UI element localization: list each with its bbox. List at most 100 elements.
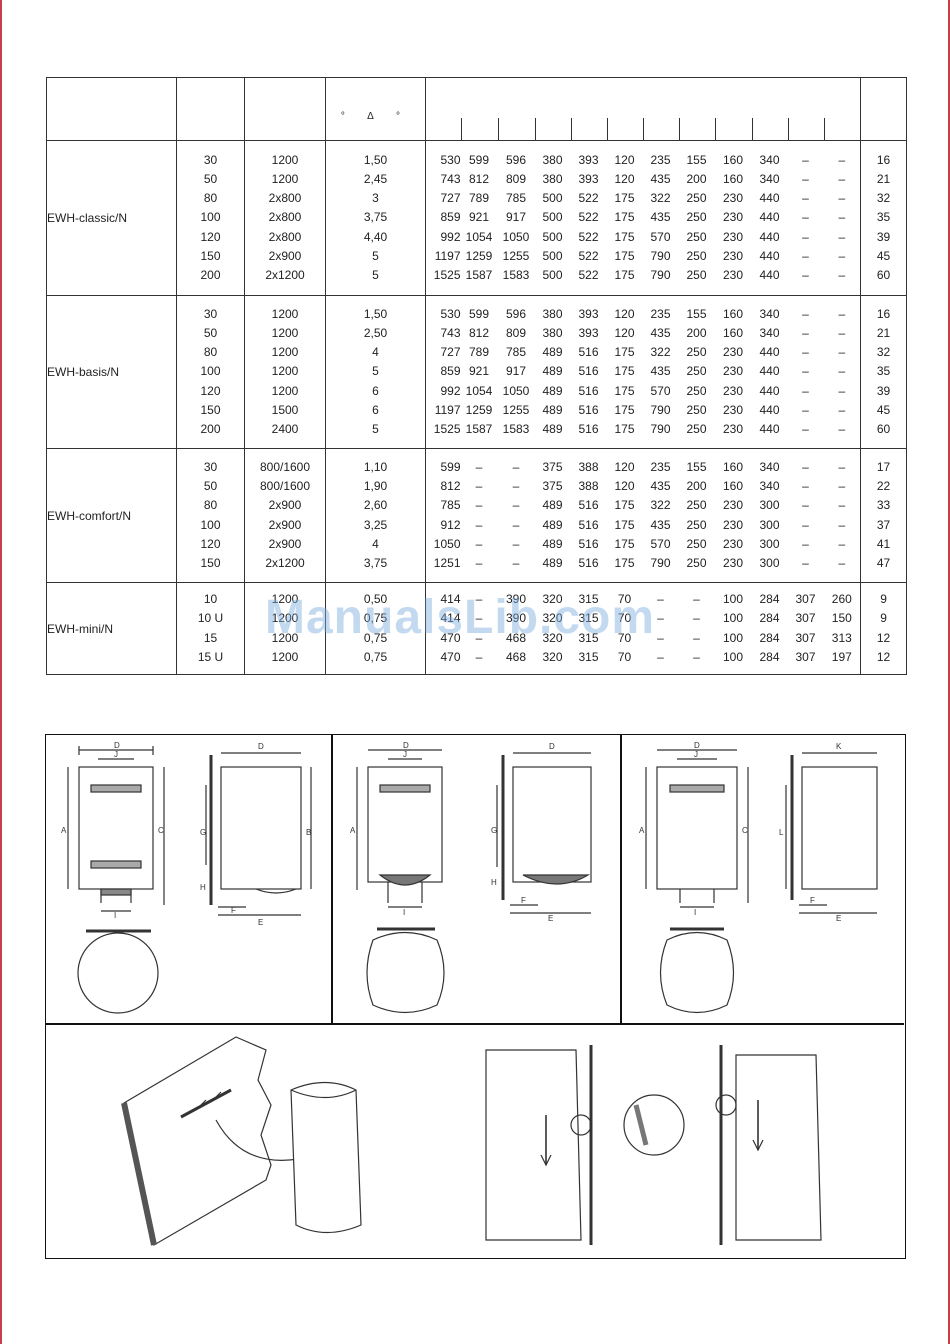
table-cell: 100 xyxy=(722,592,744,607)
subcolumn-tick xyxy=(643,118,644,140)
tank-top-view xyxy=(659,931,735,1014)
subcolumn-tick xyxy=(824,118,825,140)
table-cell: 468 xyxy=(505,649,527,664)
table-cell: 200 xyxy=(200,268,221,282)
table-cell: 320 xyxy=(542,592,563,607)
table-cell: 60 xyxy=(876,268,891,282)
table-cell: 322 xyxy=(650,191,671,206)
table-cell: 0,75 xyxy=(363,649,388,664)
table-cell: 790 xyxy=(650,422,671,436)
table-cell: 235 xyxy=(650,306,671,321)
label-h: H xyxy=(200,883,206,892)
table-cell: 516 xyxy=(578,536,599,551)
table-cell: 992 xyxy=(440,383,461,398)
figure-box: D J A C I D G B H F E xyxy=(45,734,906,1259)
table-cell: 393 xyxy=(578,306,599,321)
table-cell: 50 xyxy=(203,479,218,494)
table-cell: 160 xyxy=(722,306,744,321)
table-cell: 45 xyxy=(876,248,891,263)
table-cell: 250 xyxy=(686,229,707,244)
table-cell: 155 xyxy=(686,459,707,474)
table-cell: 380 xyxy=(542,152,563,167)
label-j: J xyxy=(114,750,118,759)
table-cell: – xyxy=(838,479,846,494)
table-cell: 120 xyxy=(614,171,635,186)
table-cell: 3,25 xyxy=(363,517,388,532)
table-cell: 250 xyxy=(686,268,707,282)
table-cell: – xyxy=(838,248,846,263)
label-j: J xyxy=(694,750,698,759)
dimension-subcolumn-ticks xyxy=(426,118,860,140)
table-cell: 1255 xyxy=(502,248,530,263)
table-cell: 1200 xyxy=(271,171,299,186)
table-cell: 230 xyxy=(722,555,744,570)
subcolumn-tick xyxy=(715,118,716,140)
table-cell: 3 xyxy=(372,191,379,206)
table-cell: 322 xyxy=(650,498,671,513)
table-cell: 200 xyxy=(686,171,707,186)
label-f: F xyxy=(231,906,236,915)
table-cell: 175 xyxy=(614,229,635,244)
table-cell: 596 xyxy=(505,152,527,167)
table-cell: 322 xyxy=(650,345,671,360)
table-cell: 1525 xyxy=(433,268,461,282)
table-cell: 160 xyxy=(722,152,744,167)
table-cell: 596 xyxy=(505,306,527,321)
table-cell: – xyxy=(693,611,700,626)
label-f: F xyxy=(521,896,526,905)
tank-side xyxy=(801,766,878,890)
table-cell: 250 xyxy=(686,210,707,225)
table-cell: – xyxy=(475,630,483,645)
table-cell: 340 xyxy=(759,459,780,474)
table-cell: 2,50 xyxy=(363,325,388,340)
table-cell: – xyxy=(475,592,483,607)
label-j: J xyxy=(403,750,407,759)
table-cell: 197 xyxy=(831,649,852,664)
table-cell: – xyxy=(475,517,483,532)
table-cell: – xyxy=(512,555,520,570)
table-cell: – xyxy=(512,498,520,513)
table-cell: 489 xyxy=(542,517,563,532)
table-cell: 175 xyxy=(614,248,635,263)
table-cell: 1200 xyxy=(271,649,299,664)
tank-hung xyxy=(735,1054,822,1241)
table-cell: 9 xyxy=(880,611,887,626)
table-cell: – xyxy=(802,422,809,436)
table-cell: 100 xyxy=(722,630,744,645)
table-cell: – xyxy=(657,630,664,645)
pipe-outlets xyxy=(679,889,715,903)
table-cell: 313 xyxy=(831,630,852,645)
table-cell: – xyxy=(802,152,809,167)
table-cell: 80 xyxy=(203,191,218,206)
table-cell: 315 xyxy=(578,649,599,664)
table-cell: 230 xyxy=(722,268,744,282)
table-cell: 388 xyxy=(578,459,599,474)
table-cell: 727 xyxy=(440,191,461,206)
table-cell: 790 xyxy=(650,402,671,417)
table-cell: 522 xyxy=(578,229,599,244)
table-cell: 1251 xyxy=(433,555,461,570)
table-cell: – xyxy=(838,536,846,551)
table-cell: 789 xyxy=(468,191,490,206)
table-cell: 32 xyxy=(876,345,891,360)
table-cell: 2400 xyxy=(271,422,299,436)
table-cell: 912 xyxy=(440,517,461,532)
table-cell: – xyxy=(802,325,809,340)
table-cell: 320 xyxy=(542,630,563,645)
table-cell: 489 xyxy=(542,345,563,360)
table-cell: – xyxy=(838,210,846,225)
